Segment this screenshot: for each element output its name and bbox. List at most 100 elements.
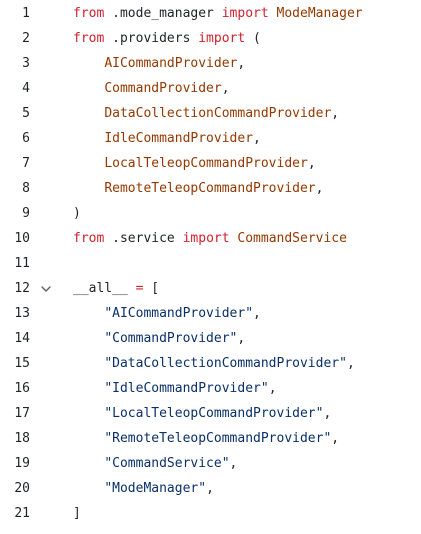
code-line: 8 RemoteTeleopCommandProvider, — [0, 176, 421, 201]
code-token — [73, 456, 104, 471]
code-text: DataCollectionCommandProvider, — [73, 101, 339, 126]
code-text: ] — [73, 501, 81, 526]
code-token: DataCollectionCommandProvider — [104, 106, 332, 121]
code-text: RemoteTeleopCommandProvider, — [73, 176, 323, 201]
code-token: , — [221, 81, 230, 96]
code-token — [73, 306, 104, 321]
code-token: from — [73, 6, 105, 21]
code-token: ( — [245, 31, 261, 46]
code-token — [73, 331, 104, 346]
code-token: IdleCommandProvider — [104, 131, 254, 146]
line-number[interactable]: 14 — [14, 331, 30, 346]
line-number[interactable]: 20 — [14, 481, 30, 496]
code-token — [73, 431, 104, 446]
code-token — [73, 381, 104, 396]
line-number[interactable]: 11 — [14, 256, 30, 271]
code-line: 21] — [0, 501, 421, 526]
code-token: import — [182, 231, 230, 246]
code-token: AICommandProvider — [104, 56, 238, 71]
code-token: import — [221, 6, 269, 21]
line-number[interactable]: 6 — [22, 131, 30, 146]
code-token: .mode_manager — [104, 6, 222, 21]
code-token: , — [268, 381, 277, 396]
code-token — [73, 156, 104, 171]
line-number[interactable]: 8 — [22, 181, 30, 196]
chevron-down-icon[interactable] — [40, 276, 52, 301]
line-number[interactable]: 19 — [14, 456, 30, 471]
line-number[interactable]: 18 — [14, 431, 30, 446]
line-number[interactable]: 15 — [14, 356, 30, 371]
code-token — [73, 106, 104, 121]
code-token: from — [73, 231, 105, 246]
code-token: = — [135, 281, 144, 296]
code-text: "CommandProvider", — [73, 326, 245, 351]
code-token: import — [198, 31, 246, 46]
code-line: 7 LocalTeleopCommandProvider, — [0, 151, 421, 176]
line-number[interactable]: 2 — [22, 31, 30, 46]
code-line: 4 CommandProvider, — [0, 76, 421, 101]
line-number[interactable]: 17 — [14, 406, 30, 421]
line-number[interactable]: 13 — [14, 306, 30, 321]
code-line: 14 "CommandProvider", — [0, 326, 421, 351]
code-line: 18 "RemoteTeleopCommandProvider", — [0, 426, 421, 451]
code-token: "CommandProvider" — [104, 331, 238, 346]
code-text: ) — [73, 201, 81, 226]
code-line: 15 "DataCollectionCommandProvider", — [0, 351, 421, 376]
line-number[interactable]: 10 — [14, 231, 30, 246]
code-token — [128, 281, 136, 296]
line-number[interactable]: 12 — [14, 281, 30, 296]
line-number[interactable]: 21 — [14, 506, 30, 521]
code-token — [73, 56, 104, 71]
code-token: "LocalTeleopCommandProvider" — [104, 406, 324, 421]
code-token — [73, 356, 104, 371]
code-token: "IdleCommandProvider" — [104, 381, 269, 396]
code-token: ] — [73, 506, 81, 521]
line-number[interactable]: 1 — [22, 6, 30, 21]
line-number[interactable]: 5 — [22, 106, 30, 121]
code-token — [73, 181, 104, 196]
code-token: RemoteTeleopCommandProvider — [104, 181, 316, 196]
code-token: .service — [104, 231, 183, 246]
code-line: 12 __all__ = [ — [0, 276, 421, 301]
code-token: , — [315, 181, 324, 196]
code-token — [73, 131, 104, 146]
code-line: 1 from .mode_manager import ModeManager — [0, 1, 421, 26]
line-number[interactable]: 16 — [14, 381, 30, 396]
code-line: 6 IdleCommandProvider, — [0, 126, 421, 151]
code-token: CommandProvider — [104, 81, 222, 96]
code-text: LocalTeleopCommandProvider, — [73, 151, 315, 176]
code-token: ModeManager — [276, 6, 363, 21]
code-token: , — [237, 56, 246, 71]
code-token: __all__ — [73, 281, 128, 296]
line-number[interactable]: 7 — [22, 156, 30, 171]
code-token: ) — [73, 206, 81, 221]
code-line: 17 "LocalTeleopCommandProvider", — [0, 401, 421, 426]
code-token: , — [331, 431, 340, 446]
code-text: __all__ = [ — [73, 276, 159, 301]
code-token: , — [331, 106, 340, 121]
code-line: 10 from .service import CommandService — [0, 226, 421, 251]
code-line: 13 "AICommandProvider", — [0, 301, 421, 326]
code-token: "RemoteTeleopCommandProvider" — [104, 431, 332, 446]
line-number[interactable]: 4 — [22, 81, 30, 96]
code-text: AICommandProvider, — [73, 51, 245, 76]
code-token: "CommandService" — [104, 456, 230, 471]
code-line: 9) — [0, 201, 421, 226]
line-number[interactable]: 3 — [22, 56, 30, 71]
code-text: "ModeManager", — [73, 476, 214, 501]
code-token: LocalTeleopCommandProvider — [104, 156, 308, 171]
code-text: CommandProvider, — [73, 76, 230, 101]
code-text: "AICommandProvider", — [73, 301, 261, 326]
code-token: , — [323, 406, 332, 421]
code-text: from .mode_manager import ModeManager — [73, 1, 363, 26]
code-token: , — [237, 331, 246, 346]
code-text: from .service import CommandService — [73, 226, 347, 251]
code-line: 3 AICommandProvider, — [0, 51, 421, 76]
code-line: 16 "IdleCommandProvider", — [0, 376, 421, 401]
code-token: , — [206, 481, 214, 496]
code-token — [73, 406, 104, 421]
line-number[interactable]: 9 — [22, 206, 30, 221]
code-line: 20 "ModeManager", — [0, 476, 421, 501]
